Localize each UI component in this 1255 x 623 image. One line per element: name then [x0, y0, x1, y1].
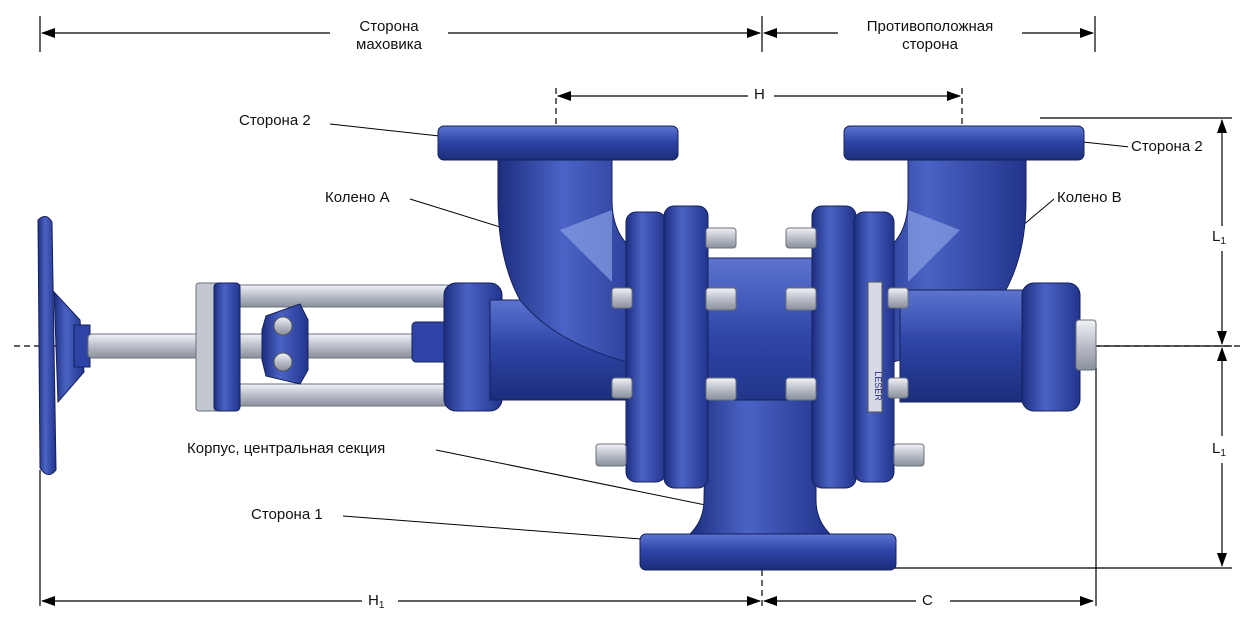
dim-h: H — [750, 86, 769, 104]
valve-stem — [87, 333, 429, 359]
dim-l1-lower-main: L — [1212, 440, 1221, 457]
dim-l1-lower: L1 — [1208, 440, 1230, 463]
handwheel-side-line1: Сторона — [359, 18, 419, 35]
handwheel-side-label: Сторона маховика — [330, 18, 448, 54]
dim-l1-upper-main: L — [1212, 228, 1221, 245]
flange-side2-left — [437, 125, 679, 161]
dim-l1-upper-sub: 1 — [1220, 236, 1226, 247]
nameplate-text: LESER — [873, 371, 883, 401]
body-center-label: Корпус, центральная секция — [184, 440, 389, 458]
opposite-side-line1: Противоположная — [866, 18, 994, 35]
opposite-side-line2: сторона — [902, 36, 958, 53]
dim-l1-upper: L1 — [1208, 228, 1230, 251]
right-outlet — [899, 282, 1097, 412]
side2-left-label: Сторона 2 — [236, 112, 314, 130]
elbow-b-label: Колено B — [1054, 189, 1125, 207]
handwheel — [37, 216, 91, 475]
opposite-side-label: Противоположная сторона — [838, 18, 1022, 54]
elbow-a — [497, 149, 661, 371]
dim-h1-main: H — [368, 592, 379, 609]
bolts — [595, 227, 925, 467]
handwheel-side-line2: маховика — [356, 36, 422, 53]
elbow-a-label: Колено А — [322, 189, 393, 207]
side2-right-label: Сторона 2 — [1128, 138, 1206, 156]
dim-l1-lower-sub: 1 — [1220, 448, 1226, 459]
dim-h1-sub: 1 — [378, 600, 385, 611]
yoke-rods — [195, 282, 453, 412]
central-body: LESER — [625, 205, 897, 571]
dim-h1: H1 — [364, 592, 389, 615]
flange-side2-right — [843, 125, 1085, 161]
side1-label: Сторона 1 — [248, 506, 326, 524]
dim-c: C — [918, 592, 937, 610]
